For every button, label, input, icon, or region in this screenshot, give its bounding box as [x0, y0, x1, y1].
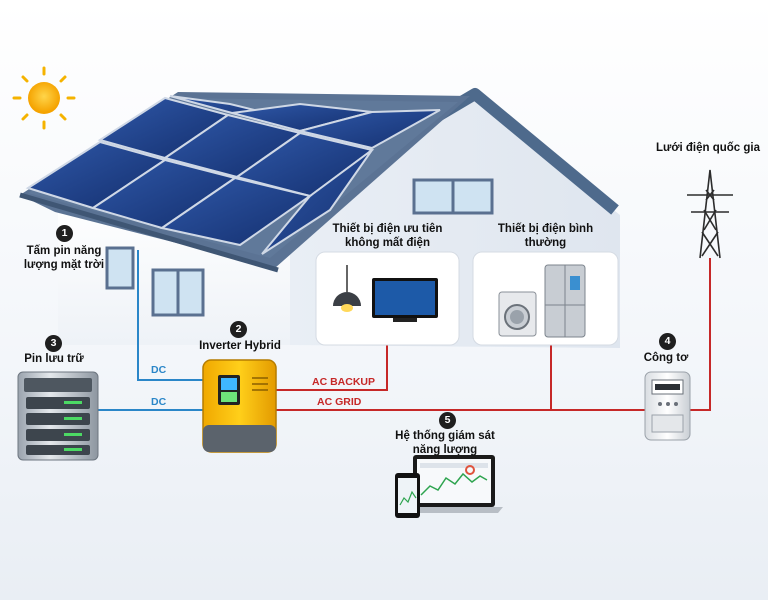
solar-panel-label-line1: Tấm pin năng [4, 244, 124, 258]
priority-load-label: Thiết bị điện ưu tiên không mất điện [316, 222, 459, 250]
inverter-icon [203, 360, 276, 452]
solar-panel-number-badge: 1 [56, 225, 73, 242]
ac-backup-wire-label: AC BACKUP [312, 376, 375, 388]
monitoring-label-line1: Hệ thống giám sát [370, 429, 520, 443]
dc-battery-wire-label: DC [151, 396, 166, 408]
refrigerator-icon [545, 265, 585, 337]
monitoring-label-line2: năng lượng [370, 443, 520, 457]
meter-label: Công tơ [626, 351, 706, 365]
monitoring-devices-icon [395, 455, 503, 518]
grid-label: Lưới điện quốc gia [650, 141, 766, 155]
normal-load-label-line1: Thiết bị điện bình [473, 222, 618, 236]
meter-icon [645, 372, 690, 440]
battery-number-badge: 3 [45, 335, 62, 352]
priority-load-card [316, 252, 459, 345]
monitoring-label: Hệ thống giám sát năng lượng [370, 429, 520, 457]
normal-load-card [473, 252, 618, 345]
sun-icon [14, 68, 74, 128]
inverter-label: Inverter Hybrid [182, 339, 298, 353]
meter-number-badge: 4 [659, 333, 676, 350]
battery-label: Pin lưu trữ [12, 352, 96, 366]
priority-load-label-line1: Thiết bị điện ưu tiên [316, 222, 459, 236]
solar-panel-label-line2: lượng mặt trời [4, 258, 124, 272]
inverter-number-badge: 2 [230, 321, 247, 338]
ac-grid-wire-label: AC GRID [317, 396, 361, 408]
priority-load-label-line2: không mất điện [316, 236, 459, 250]
dc-solar-wire-label: DC [151, 364, 166, 376]
washing-machine-icon [499, 292, 536, 336]
normal-load-label-line2: thường [473, 236, 618, 250]
monitoring-number-badge: 5 [439, 412, 456, 429]
battery-icon [18, 372, 98, 460]
normal-load-label: Thiết bị điện bình thường [473, 222, 618, 250]
power-tower-icon [687, 170, 733, 258]
solar-panel-label: Tấm pin năng lượng mặt trời [4, 244, 124, 272]
tv-icon [372, 278, 438, 322]
